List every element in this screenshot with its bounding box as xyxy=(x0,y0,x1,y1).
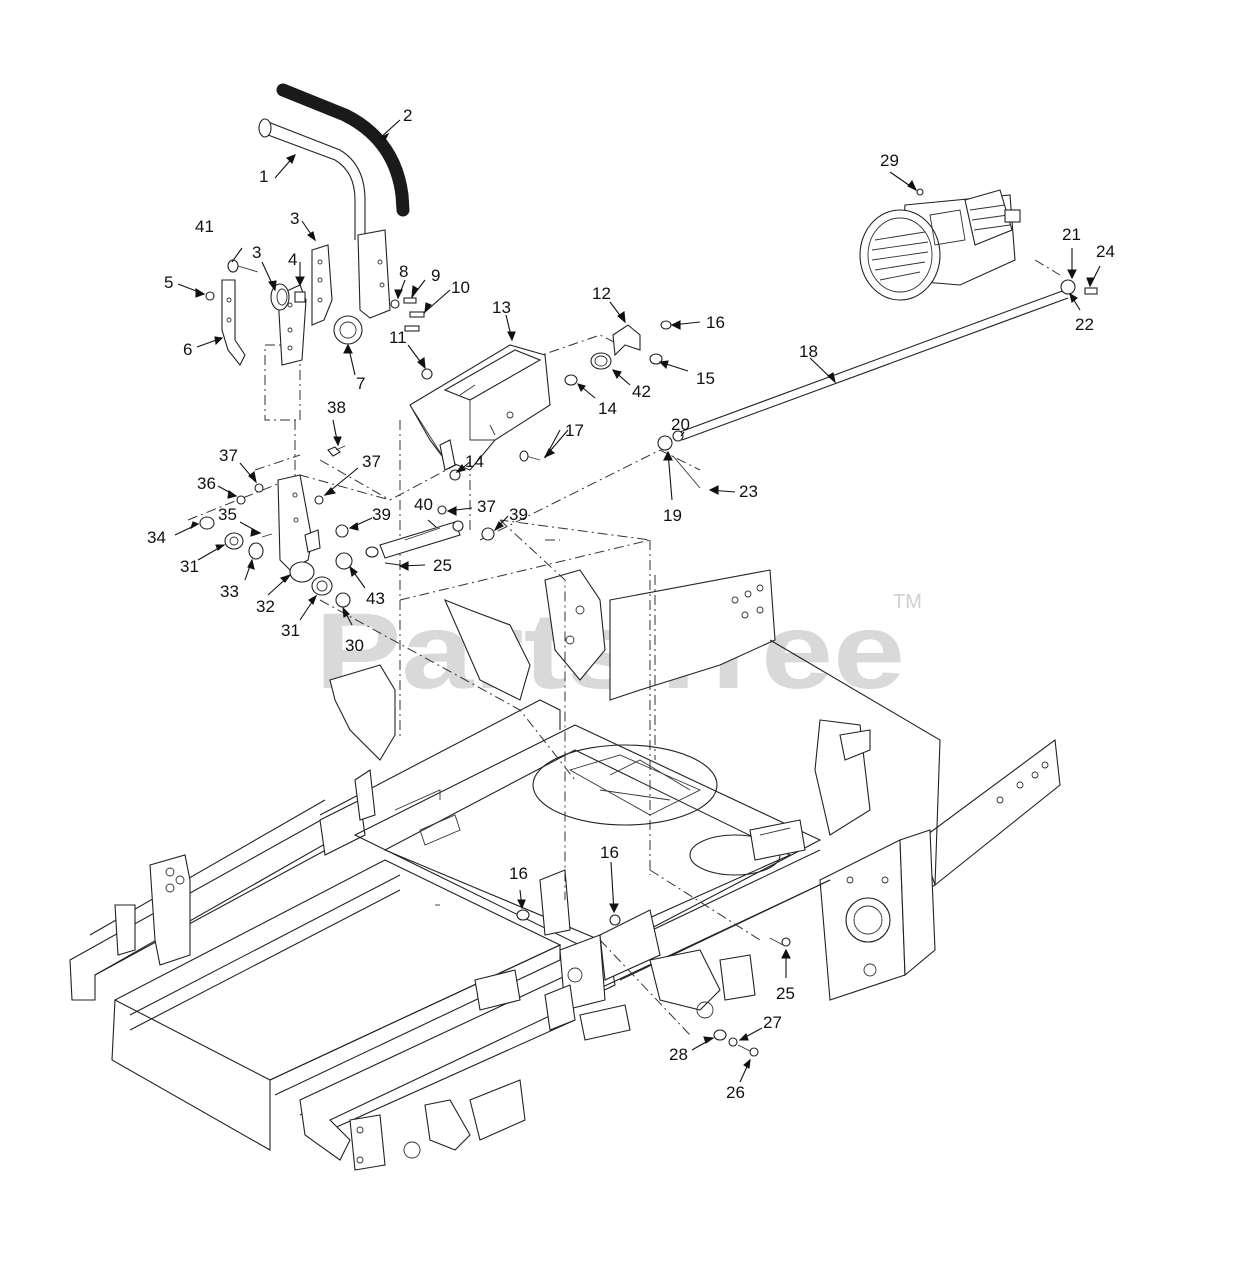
callout-29: 29 xyxy=(880,151,899,170)
callout-40: 40 xyxy=(414,495,433,514)
callout-8: 8 xyxy=(399,262,408,281)
callout-10: 10 xyxy=(451,278,470,297)
watermark-tm: TM xyxy=(893,591,922,613)
callout-14: 14 xyxy=(598,399,617,418)
callout-37: 37 xyxy=(477,497,496,516)
callout-19: 19 xyxy=(663,506,682,525)
callout-32: 32 xyxy=(256,597,275,616)
callout-38: 38 xyxy=(327,398,346,417)
control-lever-parts xyxy=(205,244,433,380)
callout-16: 16 xyxy=(600,843,619,862)
callout-31: 31 xyxy=(180,557,199,576)
callout-14: 14 xyxy=(465,452,484,471)
callout-25: 25 xyxy=(433,556,452,575)
callout-42: 42 xyxy=(632,382,651,401)
callout-43: 43 xyxy=(366,589,385,608)
callout-13: 13 xyxy=(492,298,511,317)
callout-30: 30 xyxy=(345,636,364,655)
rear-hardware xyxy=(516,909,791,1057)
callout-21: 21 xyxy=(1062,225,1081,244)
callout-31: 31 xyxy=(281,621,300,640)
callout-28: 28 xyxy=(669,1045,688,1064)
control-handle xyxy=(258,118,391,319)
callout-17: 17 xyxy=(565,421,584,440)
callout-16: 16 xyxy=(706,313,725,332)
callout-1: 1 xyxy=(259,167,268,186)
callout-23: 23 xyxy=(739,482,758,501)
console-housing xyxy=(409,344,551,471)
callout-2: 2 xyxy=(403,106,412,125)
callout-3: 3 xyxy=(290,209,299,228)
callout-12: 12 xyxy=(592,284,611,303)
callout-9: 9 xyxy=(431,266,440,285)
callout-20: 20 xyxy=(671,415,690,434)
callout-39: 39 xyxy=(509,505,528,524)
callout-5: 5 xyxy=(164,273,173,292)
callout-11: 11 xyxy=(389,328,407,347)
callout-25: 25 xyxy=(776,984,795,1003)
damper-assembly xyxy=(365,520,464,559)
hardware-bushings xyxy=(199,445,495,608)
callout-16: 16 xyxy=(509,864,528,883)
pivot-arm xyxy=(277,474,321,583)
callout-numbers: 1 2 3 3 4 5 6 7 8 9 10 11 12 13 14 14 15… xyxy=(147,106,1115,1102)
callout-6: 6 xyxy=(183,340,192,359)
mower-frame xyxy=(69,569,1061,1171)
hydrostatic-transmission xyxy=(859,188,1021,301)
callout-4: 4 xyxy=(288,250,297,269)
callout-leaders xyxy=(174,119,1101,1083)
spring-bracket xyxy=(449,320,672,481)
callout-15: 15 xyxy=(696,369,715,388)
callout-26: 26 xyxy=(726,1083,745,1102)
callout-18: 18 xyxy=(799,342,818,361)
callout-37: 37 xyxy=(219,446,238,465)
callout-35: 35 xyxy=(218,505,237,524)
callout-41: 41 xyxy=(195,217,214,236)
callout-33: 33 xyxy=(220,582,239,601)
callout-39: 39 xyxy=(372,505,391,524)
callout-34: 34 xyxy=(147,528,166,547)
control-rod xyxy=(657,279,1098,489)
callout-37: 37 xyxy=(362,452,381,471)
callout-7: 7 xyxy=(356,374,365,393)
callout-22: 22 xyxy=(1075,315,1094,334)
callout-36: 36 xyxy=(197,474,216,493)
callout-27: 27 xyxy=(763,1013,782,1032)
handle-grip xyxy=(276,83,410,217)
callout-3: 3 xyxy=(252,243,261,262)
callout-24: 24 xyxy=(1096,242,1115,261)
